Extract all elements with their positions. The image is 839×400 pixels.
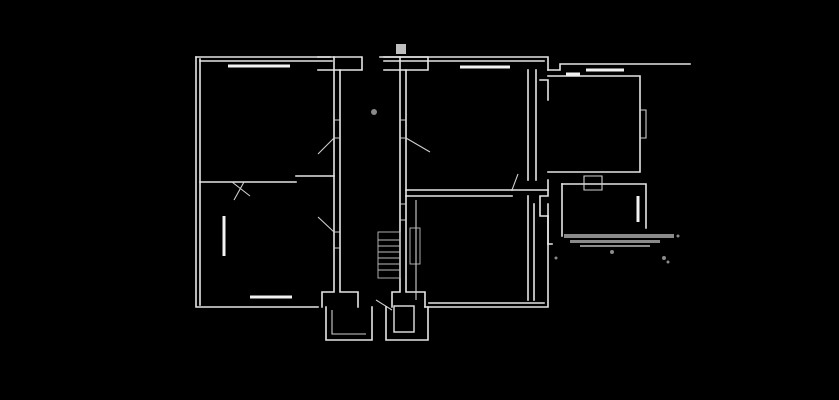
room-east-annex [539, 63, 691, 173]
door-swings [231, 119, 519, 311]
staircase [377, 227, 421, 279]
entrance-east [385, 305, 429, 341]
exterior-walls [195, 56, 549, 308]
entrance-west [325, 306, 373, 341]
scan-noise [554, 234, 680, 264]
interior-walls [199, 69, 549, 301]
room-southeast-small [539, 175, 647, 245]
windows [222, 64, 624, 299]
